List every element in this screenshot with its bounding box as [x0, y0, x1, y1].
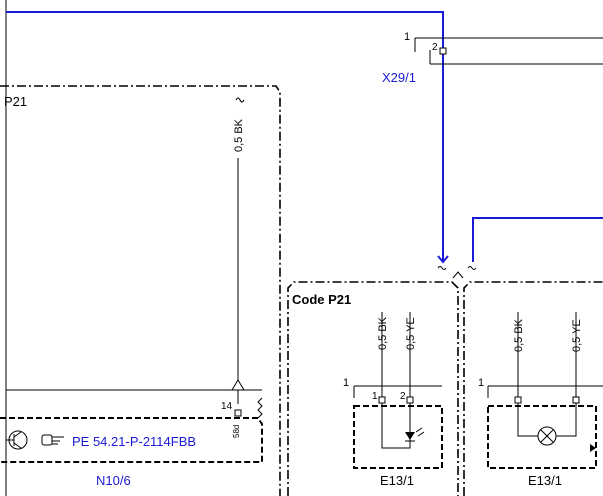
component-a-label: E13/1 — [380, 473, 414, 488]
component-b-wire1: 0,5 BK — [513, 318, 525, 352]
component-b-label: E13/1 — [528, 473, 562, 488]
component-a-pin2: 2 — [400, 391, 406, 402]
wave-symbol-2 — [467, 266, 477, 270]
left-wire-spec: 0,5 BK — [233, 118, 245, 152]
component-b-wire2: 0,5 YE — [571, 319, 583, 352]
x29-pin2: 2 — [432, 42, 438, 53]
connector-x29: 1 2 X29/1 — [382, 31, 603, 85]
lamp-icon — [537, 426, 557, 446]
transistor-icon — [6, 430, 28, 450]
left-module-box: P21 — [0, 85, 281, 496]
component-b-connector-pin: 1 — [478, 377, 484, 389]
component-b: 0,5 BK 0,5 YE 1 E13/1 — [478, 312, 603, 488]
component-a-wire2: 0,5 YE — [405, 317, 417, 350]
right-edge-marker — [590, 444, 596, 452]
left-wire: 0,5 BK — [6, 97, 262, 404]
n10-label: N10/6 — [96, 473, 131, 488]
left-module-label: P21 — [4, 94, 27, 109]
right-component-box — [463, 281, 603, 496]
x29-label: X29/1 — [382, 70, 416, 85]
pointing-hand-icon — [41, 434, 64, 446]
blue-wire-main — [6, 11, 444, 262]
reference-link[interactable]: PE 54.21-P-2114FBB — [72, 434, 196, 449]
n10-sub-pin: 58d — [232, 425, 241, 438]
blue-wire-right — [472, 217, 603, 262]
code-p21-box: Code P21 — [287, 281, 459, 496]
code-box-title: Code P21 — [292, 292, 351, 307]
n10-pin: 14 — [221, 401, 233, 412]
n10-module-box: 14 58d PE 54.21-P-2114FBB N10/6 — [0, 397, 263, 488]
led-icon — [405, 427, 425, 442]
wave-symbol-1 — [437, 266, 447, 270]
component-a-pin1: 1 — [372, 391, 378, 402]
component-a: 0,5 BK 0,5 YE 1 1 2 E13/1 — [343, 312, 443, 488]
blue-wire-arrow — [437, 255, 449, 264]
component-a-wire1: 0,5 BK — [377, 316, 389, 350]
junction-caret — [452, 271, 464, 279]
component-a-connector-pin: 1 — [343, 377, 349, 389]
x29-pin1: 1 — [404, 31, 410, 43]
